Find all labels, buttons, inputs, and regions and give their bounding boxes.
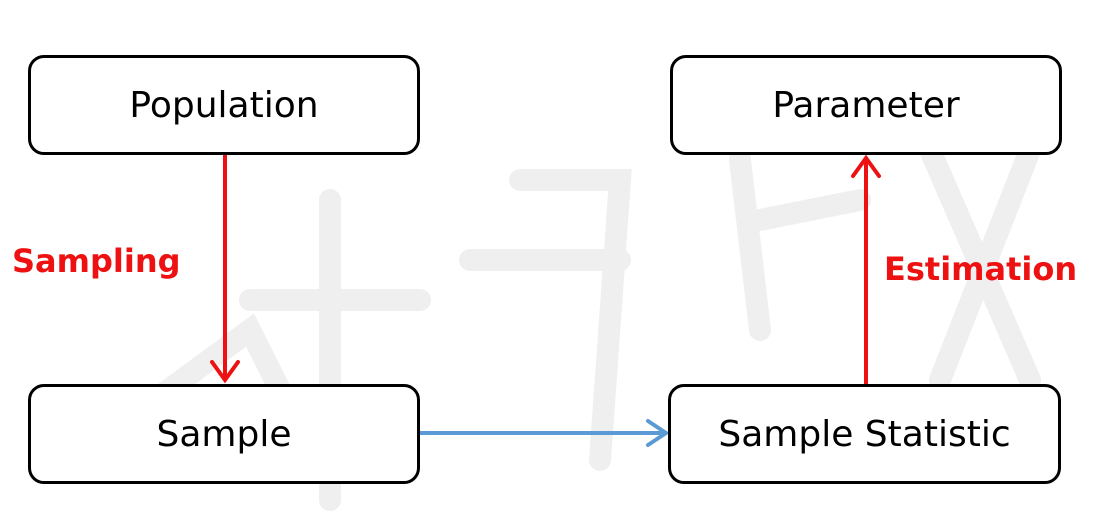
sample-to-statistic-arrow bbox=[418, 419, 670, 447]
sample-label: Sample bbox=[156, 413, 292, 455]
sample-statistic-node: Sample Statistic bbox=[668, 384, 1061, 484]
population-label: Population bbox=[129, 84, 319, 126]
parameter-node: Parameter bbox=[670, 55, 1062, 155]
population-node: Population bbox=[28, 55, 420, 155]
estimation-arrow bbox=[851, 154, 881, 386]
sample-node: Sample bbox=[28, 384, 420, 484]
sampling-arrow bbox=[210, 153, 240, 384]
sample-statistic-label: Sample Statistic bbox=[718, 413, 1011, 455]
estimation-edge-label: Estimation bbox=[884, 250, 1078, 288]
parameter-label: Parameter bbox=[772, 84, 960, 126]
sampling-edge-label: Sampling bbox=[12, 242, 181, 280]
